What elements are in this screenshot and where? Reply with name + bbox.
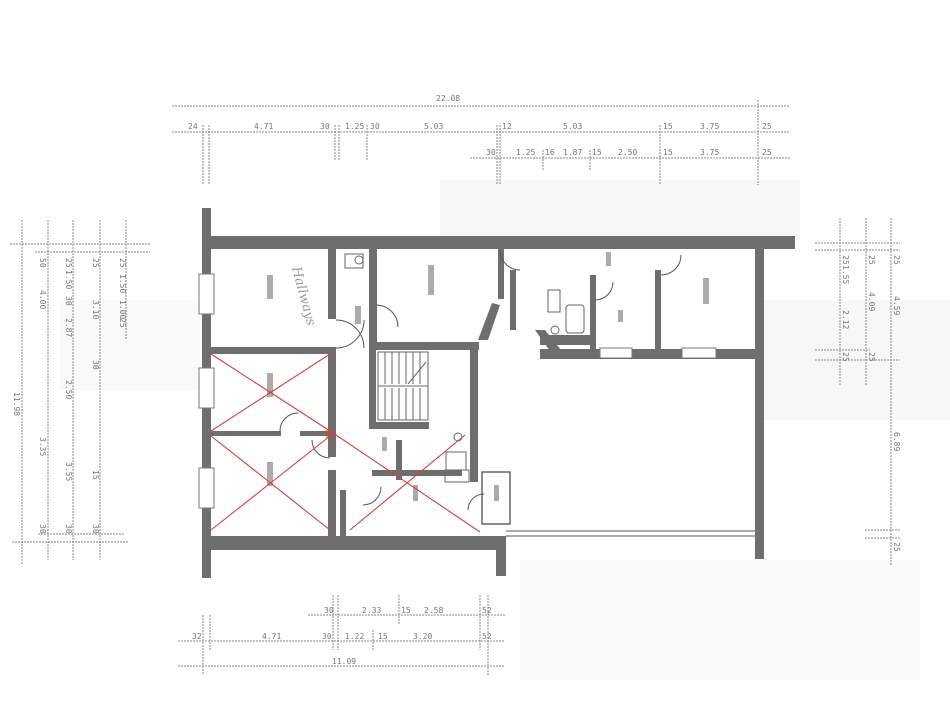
dim-label: 1.00 — [118, 300, 127, 319]
dim-label: 5.03 — [563, 122, 582, 131]
dim-label: 3.55 — [64, 462, 73, 481]
dim-label: 1.50 — [64, 270, 73, 289]
top-dimension-chain: 22.08 24 4.71 30 1.25 30 5.03 12 5.03 15… — [172, 94, 790, 185]
staircase — [377, 351, 429, 421]
fixtures — [344, 253, 585, 483]
dim-label: 16 — [545, 148, 555, 157]
dim-label: 1.25 — [345, 122, 364, 131]
right-dimension-chain: 25 1.55 2.12 25 25 4.09 25 25 4.59 6.89 … — [815, 218, 901, 565]
dim-label: 1.50 — [118, 274, 127, 293]
dim-label: 25 — [892, 255, 901, 265]
dim-label: 24 — [188, 122, 198, 131]
dim-label: 32 — [192, 632, 202, 641]
dim-label: 3.75 — [700, 148, 719, 157]
dim-label: 25 — [841, 255, 850, 265]
dim-label: 50 — [38, 258, 47, 268]
dim-label: 15 — [663, 122, 673, 131]
scan-noise — [60, 180, 950, 680]
dim-label: 1.22 — [345, 632, 364, 641]
dim-label: 30 — [486, 148, 496, 157]
dim-label: 25 — [867, 255, 876, 265]
dim-label: 25 — [841, 352, 850, 362]
dim-label: 1.25 — [516, 148, 535, 157]
dim-bottom-overall: 11.09 — [332, 657, 356, 666]
dim-label: 30 — [91, 524, 100, 534]
dim-label: 4.71 — [254, 122, 273, 131]
dim-label: 2.50 — [64, 380, 73, 399]
dim-label: 30 — [324, 606, 334, 615]
dim-label: 25 — [91, 258, 100, 268]
dim-label: 30 — [370, 122, 380, 131]
dim-label: 2.50 — [618, 148, 637, 157]
dim-label: 25 — [867, 352, 876, 362]
dim-label: 25 — [762, 122, 772, 131]
dim-label: 4.09 — [867, 292, 876, 311]
dim-label: 4.71 — [262, 632, 281, 641]
dim-label: 5.03 — [424, 122, 443, 131]
dim-label: 30 — [38, 524, 47, 534]
dim-label: 3.10 — [91, 300, 100, 319]
left-dimension-chain: 11.98 50 4.00 3.35 30 25 1.50 30 2.87 2.… — [10, 220, 150, 565]
dim-label: 2.58 — [424, 606, 443, 615]
dim-label: 12 — [502, 122, 512, 131]
dim-label: 25 — [892, 542, 901, 552]
crossed-out-rooms — [210, 353, 481, 533]
dim-label: 2.12 — [841, 310, 850, 329]
dim-label: 25 — [118, 318, 127, 328]
dim-label: 6.89 — [892, 432, 901, 451]
dim-label: 15 — [401, 606, 411, 615]
dim-label: 2.33 — [362, 606, 381, 615]
dim-label: 30 — [64, 524, 73, 534]
dim-label: 25 — [118, 258, 127, 268]
dim-label: 30 — [322, 632, 332, 641]
room-labels — [267, 252, 709, 501]
dim-label: 4.00 — [38, 290, 47, 309]
dim-label: 15 — [378, 632, 388, 641]
dim-label: 3.35 — [38, 437, 47, 456]
dim-label: 4.59 — [892, 296, 901, 315]
dim-label: 25 — [762, 148, 772, 157]
dim-label: 15 — [91, 470, 100, 480]
dim-label: 1.55 — [841, 265, 850, 284]
dim-label: 3.20 — [413, 632, 432, 641]
dim-top-overall: 22.08 — [436, 94, 460, 103]
dim-label: 25 — [64, 258, 73, 268]
dim-label: 15 — [592, 148, 602, 157]
dim-label: 3.75 — [700, 122, 719, 131]
bottom-dimension-chain: 30 2.33 15 2.58 52 32 4.71 30 1.22 15 3.… — [178, 595, 505, 675]
door-swings — [279, 249, 682, 511]
dim-label: 52 — [482, 632, 492, 641]
dim-label: 30 — [320, 122, 330, 131]
dim-label: 1.87 — [563, 148, 582, 157]
dim-label: 52 — [482, 606, 492, 615]
walls — [198, 208, 795, 578]
dim-left-overall: 11.98 — [12, 392, 21, 416]
dim-label: 2.87 — [64, 318, 73, 337]
dim-label: 30 — [91, 360, 100, 370]
handwritten-note: Hallways — [288, 264, 318, 327]
dim-label: 15 — [663, 148, 673, 157]
dim-label: 30 — [64, 296, 73, 306]
